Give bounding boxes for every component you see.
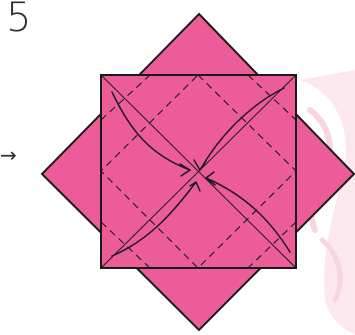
side-arrow-icon: → — [0, 145, 17, 165]
step-number: 5 — [6, 0, 31, 38]
